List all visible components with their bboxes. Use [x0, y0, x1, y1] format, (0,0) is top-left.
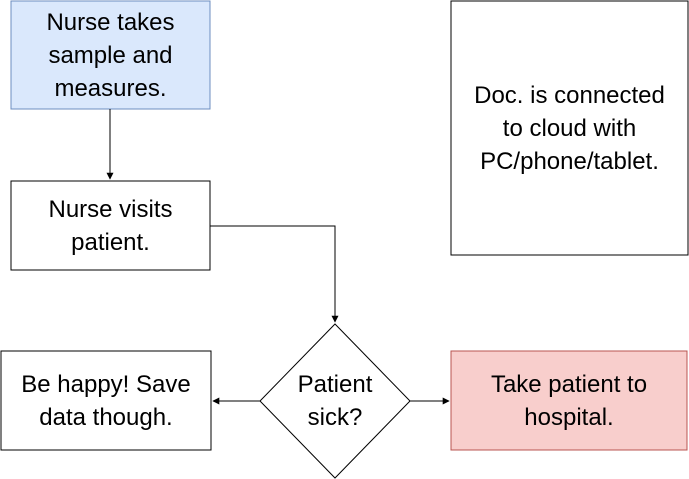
node-hospital-box — [450, 350, 688, 451]
edge-visit-to-decision — [210, 225, 339, 323]
node-patient-sick-label: Patient sick? — [297, 371, 373, 431]
node-nurse-sample-label: Nurse takes sample and measures. — [46, 8, 175, 102]
node-hospital-label: Take patient to hospital. — [490, 370, 648, 431]
node-be-happy-label: Be happy! Save data though. — [21, 370, 191, 431]
node-nurse-visit-box — [10, 180, 211, 271]
node-doc-cloud-box — [450, 0, 689, 256]
node-be-happy-box — [0, 350, 212, 451]
node-patient-sick-diamond — [259, 323, 411, 479]
node-nurse-sample-box — [10, 0, 211, 110]
node-nurse-visit-label: Nurse visits patient. — [48, 195, 173, 256]
node-doc-cloud-label: Doc. is connected to cloud with PC/phone… — [474, 81, 665, 175]
